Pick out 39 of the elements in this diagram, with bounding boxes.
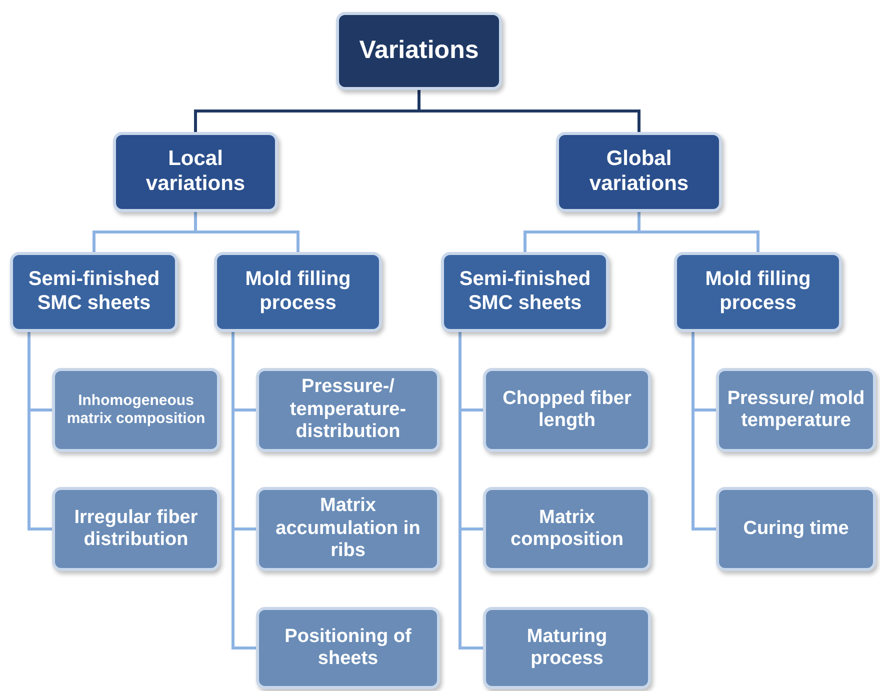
- box-label: Matrix accumulation in ribs: [274, 495, 422, 563]
- leaf-box: [483, 368, 651, 452]
- box-label: Positioning of sheets: [284, 626, 412, 670]
- box-label: Semi-finished SMC sheets: [27, 268, 161, 316]
- box-label: Maturing process: [526, 626, 608, 670]
- category-box: [674, 252, 842, 332]
- connector-line: [458, 332, 483, 650]
- leaf-box: [716, 368, 876, 452]
- box-label: Curing time: [743, 518, 849, 540]
- leaf-box: [483, 607, 651, 689]
- root-box: [336, 12, 502, 90]
- connector-line: [28, 332, 52, 530]
- box-label: Local variations: [144, 147, 246, 197]
- box-label: Mold filling process: [704, 268, 812, 316]
- leaf-box: [716, 487, 876, 571]
- box-label: Pressure-/ temperature-distribution: [288, 376, 408, 444]
- connector-line: [194, 212, 300, 252]
- box-label: Chopped fiber length: [502, 388, 632, 432]
- leaf-box: [256, 368, 440, 452]
- box-label: Inhomogeneous matrix composition: [66, 392, 206, 428]
- leaf-box: [256, 607, 440, 689]
- category-box: [556, 132, 722, 212]
- box-label: Global variations: [588, 147, 690, 197]
- leaf-box: [52, 487, 220, 571]
- leaf-box: [483, 487, 651, 571]
- connector-line: [692, 332, 716, 530]
- box-label: Semi-finished SMC sheets: [458, 268, 592, 316]
- category-box: [214, 252, 382, 332]
- leaf-box: [256, 487, 440, 571]
- category-box: [10, 252, 178, 332]
- connector-line: [232, 332, 256, 650]
- box-label: Variations: [359, 36, 479, 66]
- box-label: Irregular fiber distribution: [73, 506, 199, 552]
- leaf-box: [52, 368, 220, 452]
- box-label: Mold filling process: [244, 268, 352, 316]
- box-label: Matrix composition: [510, 506, 624, 552]
- box-label: Pressure/ mold temperature: [726, 388, 866, 432]
- category-box: [441, 252, 609, 332]
- category-box: [113, 132, 278, 212]
